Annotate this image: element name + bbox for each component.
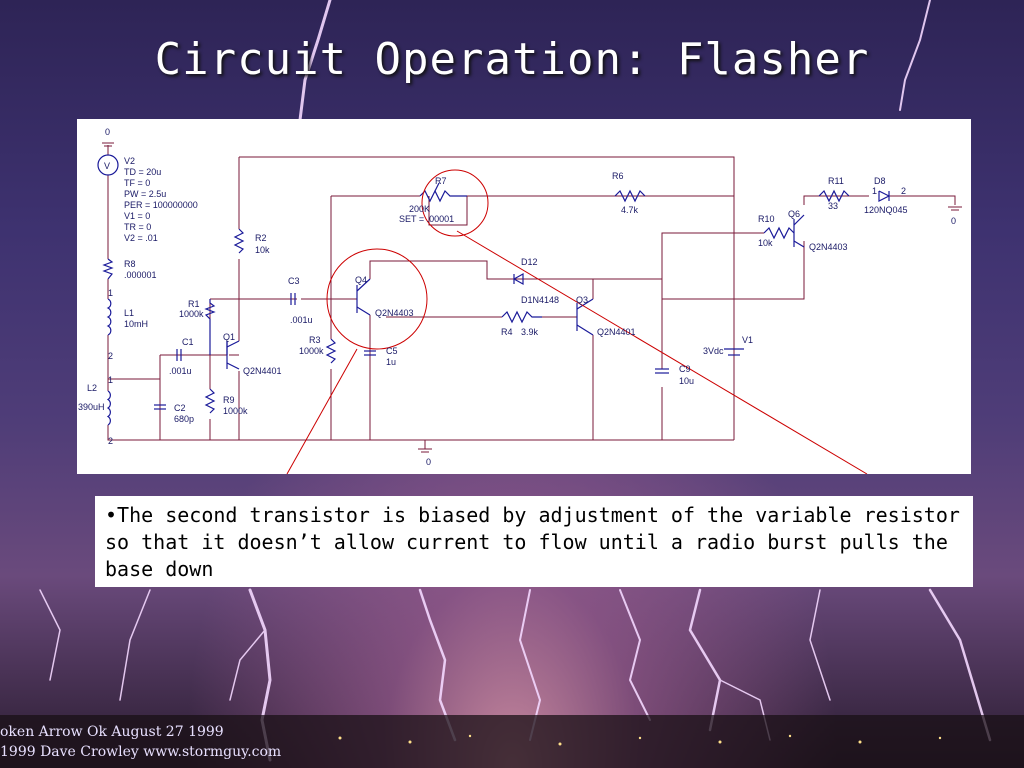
d8-pin2: 2 bbox=[901, 186, 906, 196]
r7-set: SET = .00001 bbox=[399, 214, 454, 224]
v2-param: TR = 0 bbox=[124, 222, 151, 232]
photo-credit: oken Arrow Ok August 27 1999 1999 Dave C… bbox=[0, 722, 281, 762]
r9-name: R9 bbox=[223, 395, 235, 405]
ground-symbols bbox=[102, 142, 962, 453]
r6-name: R6 bbox=[612, 171, 624, 181]
c9-name: C9 bbox=[679, 364, 691, 374]
r2-name: R2 bbox=[255, 233, 267, 243]
r6-value: 4.7k bbox=[621, 205, 639, 215]
v2-param: PER = 100000000 bbox=[124, 200, 198, 210]
r7-value: 200K bbox=[409, 204, 430, 214]
c3-value: .001u bbox=[290, 315, 313, 325]
q4-model: Q2N4403 bbox=[375, 308, 414, 318]
q3-model: Q2N4401 bbox=[597, 327, 636, 337]
d8-model: 120NQ045 bbox=[864, 205, 908, 215]
l2-value: 390uH bbox=[78, 402, 105, 412]
l1-name: L1 bbox=[124, 308, 134, 318]
c5-name: C5 bbox=[386, 346, 398, 356]
r3-value: 1000k bbox=[299, 346, 324, 356]
c5-value: 1u bbox=[386, 357, 396, 367]
l1-pin2: 2 bbox=[108, 351, 113, 361]
explanation-text: •The second transistor is biased by adju… bbox=[105, 503, 960, 581]
l2-pin1: 1 bbox=[108, 375, 113, 385]
r4-value: 3.9k bbox=[521, 327, 539, 337]
r10-value: 10k bbox=[758, 238, 773, 248]
components bbox=[97, 154, 891, 426]
v1-value: 3Vdc bbox=[703, 346, 724, 356]
flasher-schematic: 0 0 0 V V2 TD = 20u TF = 0 PW = 2.5u PER… bbox=[77, 119, 971, 474]
ground-label-bottom: 0 bbox=[426, 457, 431, 467]
q4-name: Q4 bbox=[355, 275, 367, 285]
r8-name: R8 bbox=[124, 259, 136, 269]
c1-value: .001u bbox=[169, 366, 192, 376]
v2-param: V2 = .01 bbox=[124, 233, 158, 243]
slide-title: Circuit Operation: Flasher bbox=[154, 34, 870, 85]
c2-name: C2 bbox=[174, 403, 186, 413]
ground-label-top: 0 bbox=[105, 127, 110, 137]
ground-label-right: 0 bbox=[951, 216, 956, 226]
r9-value: 1000k bbox=[223, 406, 248, 416]
v2-param: TF = 0 bbox=[124, 178, 150, 188]
r11-name: R11 bbox=[828, 176, 844, 186]
v2-symbol: V bbox=[104, 161, 110, 171]
r4-name: R4 bbox=[501, 327, 513, 337]
component-labels: 0 0 0 V V2 TD = 20u TF = 0 PW = 2.5u PER… bbox=[78, 127, 956, 467]
c9-value: 10u bbox=[679, 376, 694, 386]
l1-pin1: 1 bbox=[108, 288, 113, 298]
d8-pin1: 1 bbox=[872, 186, 877, 196]
r10-name: R10 bbox=[758, 214, 775, 224]
l2-pin2: 2 bbox=[108, 436, 113, 446]
c1-name: C1 bbox=[182, 337, 194, 347]
v2-param: PW = 2.5u bbox=[124, 189, 166, 199]
q3-name: Q3 bbox=[576, 295, 588, 305]
q6-name: Q6 bbox=[788, 209, 800, 219]
q6-model: Q2N4403 bbox=[809, 242, 848, 252]
photo-credit-line2: 1999 Dave Crowley www.stormguy.com bbox=[0, 744, 282, 760]
r7-name: R7 bbox=[435, 176, 447, 186]
photo-credit-line1: oken Arrow Ok August 27 1999 bbox=[0, 724, 224, 740]
r1-name: R1 bbox=[188, 299, 200, 309]
annotations bbox=[286, 169, 868, 474]
r1-value: 1000k bbox=[179, 309, 204, 319]
v2-name: V2 bbox=[124, 156, 135, 166]
q1-model: Q2N4401 bbox=[243, 366, 282, 376]
l1-value: 10mH bbox=[124, 319, 148, 329]
l2-name: L2 bbox=[87, 383, 97, 393]
d12-name: D12 bbox=[521, 257, 538, 267]
d8-name: D8 bbox=[874, 176, 886, 186]
c2-value: 680p bbox=[174, 414, 194, 424]
v2-param: TD = 20u bbox=[124, 167, 161, 177]
schematic-diagram: 0 0 0 V V2 TD = 20u TF = 0 PW = 2.5u PER… bbox=[78, 127, 962, 474]
wires bbox=[107, 145, 956, 441]
d12-model: D1N4148 bbox=[521, 295, 559, 305]
r11-value: 33 bbox=[828, 201, 838, 211]
v1-name: V1 bbox=[742, 335, 753, 345]
r3-name: R3 bbox=[309, 335, 321, 345]
explanation-note: •The second transistor is biased by adju… bbox=[95, 496, 973, 587]
q1-name: Q1 bbox=[223, 332, 235, 342]
r2-value: 10k bbox=[255, 245, 270, 255]
r8-value: .000001 bbox=[124, 270, 157, 280]
c3-name: C3 bbox=[288, 276, 300, 286]
v2-param: V1 = 0 bbox=[124, 211, 150, 221]
